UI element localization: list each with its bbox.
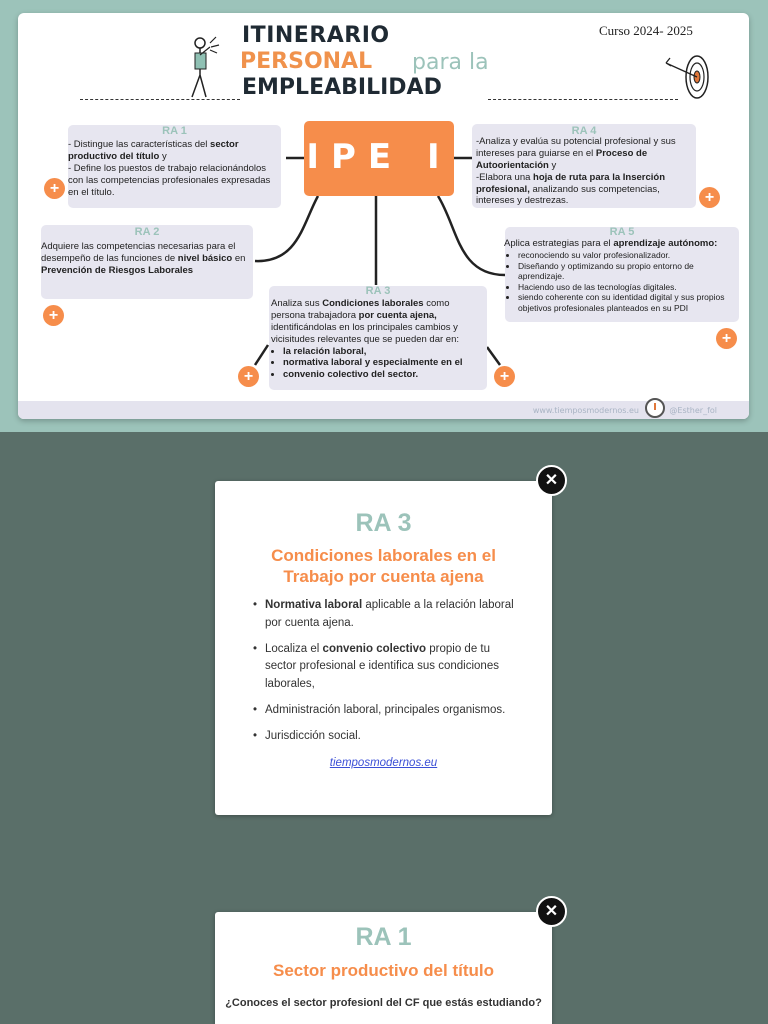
ra4-text-6: analizando sus competencias, intereses y… xyxy=(476,183,660,207)
ra1-popup-card: RA 1 Sector productivo del título ¿Conoc… xyxy=(215,912,552,1024)
ra4-expand-button[interactable]: + xyxy=(699,187,720,208)
title-line-2-personal: PERSONAL xyxy=(240,49,373,74)
ra2-title: RA 2 xyxy=(134,226,160,238)
close-icon[interactable]: ✕ xyxy=(536,465,567,496)
ra4-text-5: hoja de ruta para la Inserción profesion… xyxy=(476,171,666,195)
ra3-popup-card: RA 3 Condiciones laborales en el Trabajo… xyxy=(215,481,552,815)
course-label: Curso 2024- 2025 xyxy=(599,23,693,38)
mindmap-connectors xyxy=(253,156,506,366)
dashed-divider-right xyxy=(488,99,678,100)
clock-icon xyxy=(645,398,665,418)
ra3-card: RA 3 Analiza sus Condiciones laborales c… xyxy=(269,285,487,390)
ra3-expand-button-left[interactable]: + xyxy=(238,366,259,387)
ra2-text-4: Prevención de Riesgos Laborales xyxy=(41,264,194,276)
card3-list: Normativa laboral aplicable a la relació… xyxy=(249,597,524,754)
card3-link[interactable]: tiemposmodernos.eu xyxy=(329,757,438,769)
ra4-text-4: -Elabora una xyxy=(476,171,534,183)
ra1-text-1: - Distingue las características del xyxy=(68,139,211,150)
ra4-title: RA 4 xyxy=(571,125,597,137)
ra4-text-2: Proceso de Autoorientación xyxy=(476,147,648,171)
ra2-body: Adquiere las competencias necesarias par… xyxy=(41,241,251,277)
card1-subtitle: Sector productivo del título xyxy=(272,961,494,980)
ra3-text-1: Analiza sus xyxy=(271,298,323,309)
ra3-text-4: por cuenta ajena, xyxy=(358,309,437,321)
ra3-text-3: como persona trabajadora xyxy=(271,298,450,321)
ra4-card: RA 4 -Analiza y evalúa su potencial prof… xyxy=(472,124,696,208)
ra1-expand-button[interactable]: + xyxy=(44,178,65,199)
ra2-text-3: en xyxy=(232,252,246,264)
card3-item-2: Localiza el convenio colectivo propio de… xyxy=(249,641,524,694)
ra1-card: RA 1 - Distingue las características del… xyxy=(68,125,281,208)
ra2-expand-button[interactable]: + xyxy=(43,305,64,326)
card3-ra-title: RA 3 xyxy=(355,509,412,537)
title-line-2-para-la: para la xyxy=(412,50,489,75)
ra5-item: siendo coherente con su identidad digita… xyxy=(518,292,738,313)
ra3-title: RA 3 xyxy=(365,285,391,297)
footer-url: www.tiemposmodernos.eu xyxy=(532,406,639,415)
ra3-body: Analiza sus Condiciones laborales como p… xyxy=(271,298,485,381)
ra3-text-2: Condiciones laborales xyxy=(322,298,424,309)
ra5-body: Aplica estrategias para el aprendizaje a… xyxy=(504,238,738,314)
ra1-text-4: - Define los puestos de trabajo relacion… xyxy=(68,162,271,198)
ra4-text-3: y xyxy=(548,159,557,171)
ra2-text-2: nivel básico xyxy=(177,252,233,264)
ipe-center-node: IPE I xyxy=(304,121,454,196)
card3-subtitle: Condiciones laborales en el Trabajo por … xyxy=(271,546,496,587)
slide-footer: www.tiemposmodernos.eu @Esther_fol xyxy=(18,398,749,419)
ra2-card: RA 2 Adquiere las competencias necesaria… xyxy=(41,225,253,299)
ra5-title: RA 5 xyxy=(609,226,635,238)
footer-handle: @Esther_fol xyxy=(669,406,717,415)
ra3-item: normativa laboral y especialmente en el xyxy=(283,357,485,369)
ra1-body: - Distingue las características del sect… xyxy=(68,139,273,198)
card1-question: ¿Conoces el sector profesionl del CF que… xyxy=(225,997,542,1009)
ipe-slide: ITINERARIO PERSONAL para la EMPLEABILIDA… xyxy=(18,13,749,419)
card3-item-1: Normativa laboral aplicable a la relació… xyxy=(249,597,524,633)
ra5-item: reconociendo su valor profesionalizador. xyxy=(518,250,738,261)
close-icon[interactable]: ✕ xyxy=(536,896,567,927)
ra5-card: RA 5 Aplica estrategias para el aprendiz… xyxy=(504,226,739,322)
ra5-item: Haciendo uso de las tecnologías digitale… xyxy=(518,282,738,293)
ra3-expand-button-right[interactable]: + xyxy=(494,366,515,387)
title-line-3: EMPLEABILIDAD xyxy=(242,75,442,100)
ra5-text-2: aprendizaje autónomo: xyxy=(613,238,718,249)
ra5-item: Diseñando y optimizando su propio entorn… xyxy=(518,261,738,282)
ra4-text-1: -Analiza y evalúa su potencial profesion… xyxy=(476,136,676,159)
card1-ra-title: RA 1 xyxy=(355,923,412,951)
card3-item-4: Jurisdicción social. xyxy=(249,728,524,746)
ra1-text-3: y xyxy=(159,150,167,162)
ra3-text-5: identificándolas en los principales camb… xyxy=(271,321,460,345)
ra4-body: -Analiza y evalúa su potencial profesion… xyxy=(476,136,694,207)
ra1-title: RA 1 xyxy=(162,125,187,137)
ra2-text-1: Adquiere las competencias necesarias par… xyxy=(41,241,236,264)
ra5-text-1: Aplica estrategias para el xyxy=(504,238,614,249)
target-icon xyxy=(664,53,710,101)
ra1-text-2: sector productivo del título xyxy=(68,139,239,162)
dashed-divider-left xyxy=(80,99,240,100)
card3-item-3: Administración laboral, principales orga… xyxy=(249,702,524,720)
ra5-expand-button[interactable]: + xyxy=(716,328,737,349)
ipe-center-text: IPE I xyxy=(306,137,452,177)
person-megaphone-icon xyxy=(178,31,228,103)
ra3-item: la relación laboral, xyxy=(283,346,485,358)
ra3-item: convenio colectivo del sector. xyxy=(283,369,485,381)
title-line-1: ITINERARIO xyxy=(242,23,390,48)
